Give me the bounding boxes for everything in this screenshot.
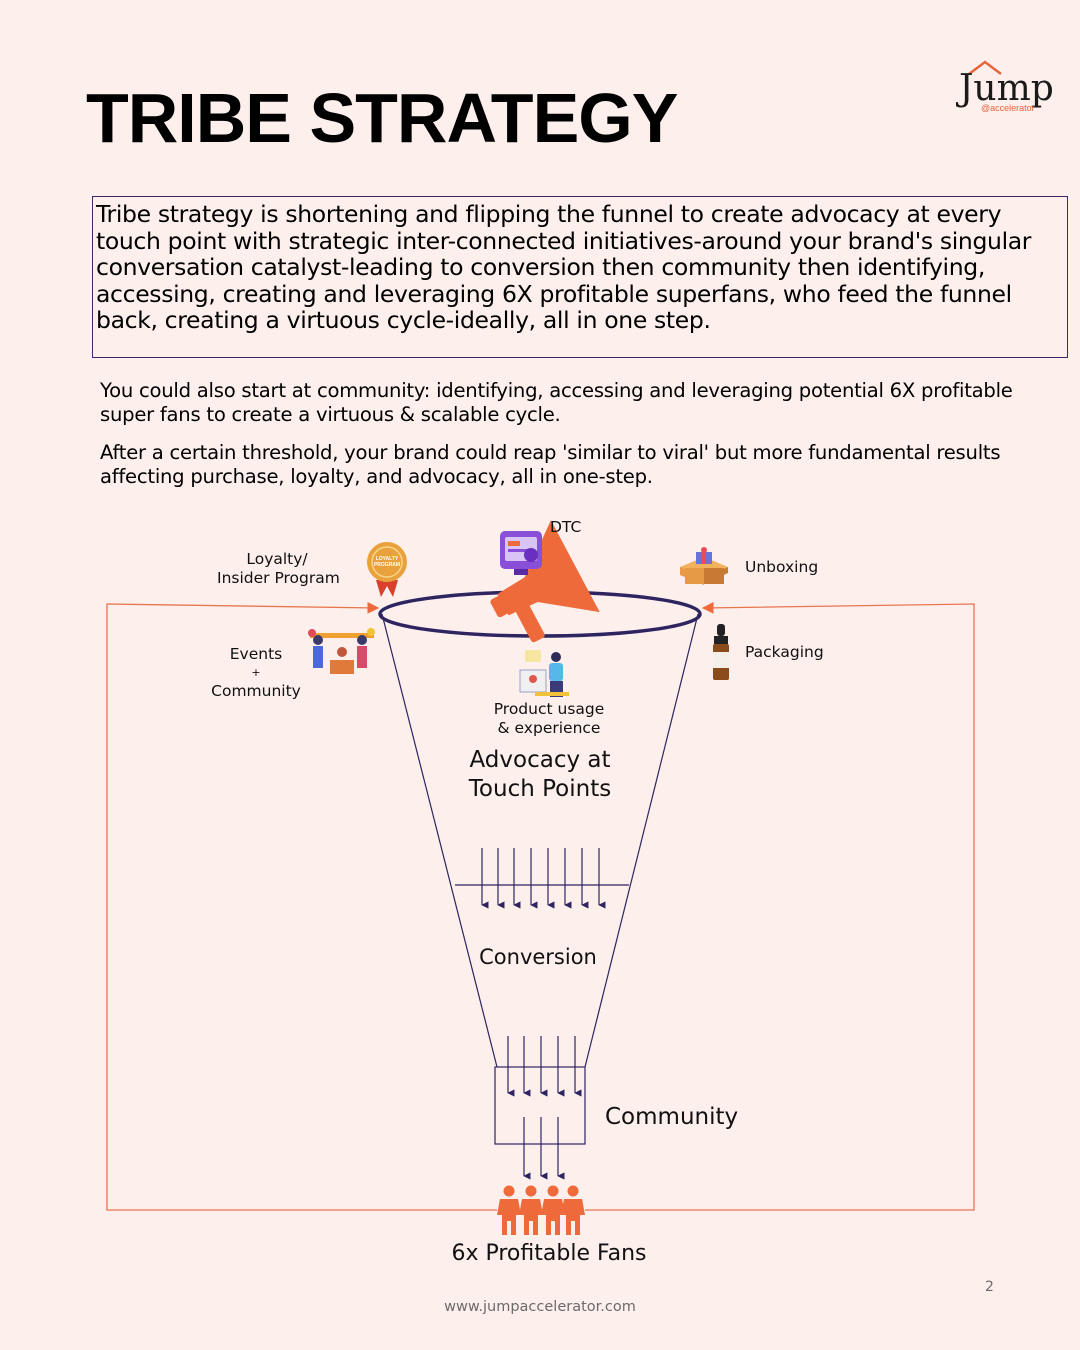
- label-packaging: Packaging: [745, 643, 824, 661]
- funnel-side-right: [584, 613, 699, 1068]
- funnel-side-left: [381, 613, 498, 1068]
- fans-icon: [497, 1185, 585, 1235]
- events-icon: [308, 628, 375, 674]
- intro-text: Tribe strategy is shortening and flippin…: [96, 200, 1032, 334]
- stage-conversion: Conversion: [479, 945, 597, 969]
- logo-wordmark: Jump: [959, 68, 1054, 109]
- footer-url[interactable]: www.jumpaccelerator.com: [444, 1299, 636, 1315]
- jump-logo: Jump @accelerator: [955, 58, 1059, 118]
- page-number: 2: [985, 1279, 994, 1295]
- logo-roof-icon: [968, 60, 1002, 75]
- arrows-to-fans: [523, 1117, 565, 1180]
- label-events-line2: +: [251, 666, 261, 679]
- stage-advocacy-line1: Advocacy at: [469, 747, 611, 773]
- label-loyalty: Loyalty/ Insider Program: [217, 550, 340, 588]
- community-box: [494, 1066, 586, 1145]
- label-events-line3: Community: [211, 682, 301, 700]
- label-events: Events + Community: [205, 645, 307, 701]
- unboxing-icon: [680, 547, 728, 585]
- stage-community: Community: [605, 1104, 739, 1130]
- stage-fans: 6x Profitable Fans: [451, 1241, 647, 1266]
- label-loyalty-line1: Loyalty/: [246, 550, 308, 568]
- label-loyalty-line2: Insider Program: [217, 569, 340, 587]
- product-usage-icon: [519, 650, 569, 697]
- paragraph-community: You could also start at community: ident…: [100, 379, 1013, 426]
- label-product-line1: Product usage: [493, 700, 605, 718]
- feedback-loop: [106, 601, 975, 1211]
- page-title: TRIBE STRATEGY: [86, 79, 678, 157]
- badge-text-line2: PROGRAM: [374, 562, 400, 568]
- packaging-icon: [713, 624, 729, 680]
- dtc-icon: [500, 531, 542, 575]
- label-unboxing: Unboxing: [745, 558, 819, 576]
- intro-box: Tribe strategy is shortening and flippin…: [92, 196, 1068, 358]
- badge-text-line1: LOYALTY: [376, 556, 399, 562]
- arrows-to-conversion: [481, 848, 606, 909]
- label-dtc: DTC: [550, 518, 582, 536]
- arrows-to-community: [507, 1036, 582, 1097]
- label-events-line1: Events: [229, 645, 283, 663]
- logo-subtitle: @accelerator: [981, 103, 1035, 113]
- feedback-line-left: [106, 601, 497, 1211]
- paragraph-threshold: After a certain threshold, your brand co…: [100, 441, 1001, 488]
- stage-advocacy-line2: Touch Points: [468, 776, 612, 802]
- loyalty-badge-icon: LOYALTY PROGRAM: [367, 542, 407, 597]
- feedback-line-right: [585, 601, 975, 1211]
- stage-advocacy: Advocacy at Touch Points: [455, 746, 625, 804]
- label-product-usage: Product usage & experience: [489, 700, 609, 738]
- label-product-line2: & experience: [497, 719, 601, 737]
- megaphone-icon: [490, 520, 600, 643]
